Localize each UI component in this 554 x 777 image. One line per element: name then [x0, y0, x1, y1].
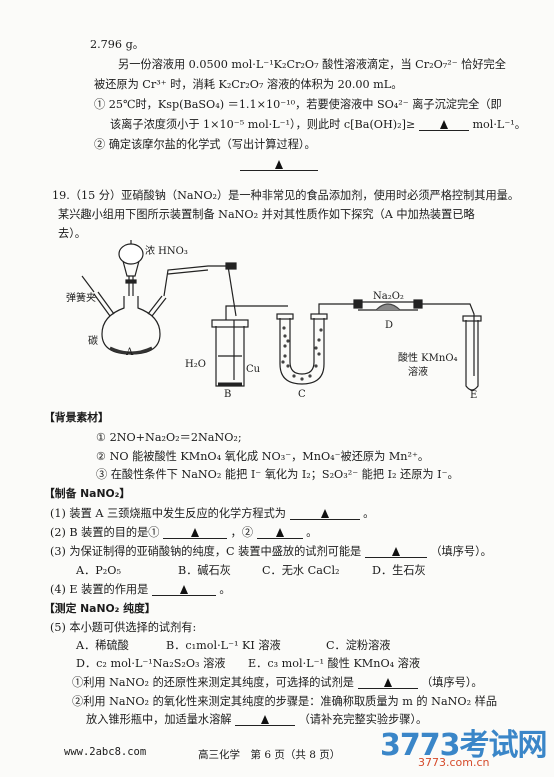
- label-kmno4: 酸性 KMnO₄: [398, 353, 458, 364]
- text-line: ②利用 NaNO₂ 的氧化性来测定其纯度的步骤是：准确称取质量为 m 的 NaN…: [72, 695, 498, 708]
- section-heading: 【测定 NaNO₂ 纯度】: [44, 602, 156, 615]
- answer-blank[interactable]: [289, 507, 360, 520]
- text-line: 另一份溶液用 0.0500 mol·L⁻¹K₂Cr₂O₇ 酸性溶液滴定，当 Cr…: [118, 58, 506, 71]
- text-line: (5) 本小题可供选择的试剂有:: [50, 621, 197, 634]
- answer-blank[interactable]: [418, 118, 469, 131]
- label-e: E: [470, 390, 478, 401]
- label-c: C: [298, 389, 306, 400]
- answer-blank[interactable]: [151, 583, 216, 596]
- label-a: A: [126, 347, 134, 358]
- answer-blank[interactable]: [240, 158, 318, 171]
- label-carbon: 碳: [88, 336, 98, 347]
- text-line: 去）。: [58, 227, 86, 240]
- text-fragment: 该离子浓度须小于 1×10⁻⁵ mol·L⁻¹），则此时 c[Ba(OH)₂]≥: [110, 118, 416, 131]
- text-line: ①利用 NaNO₂ 的还原性来测定其纯度，可选择的试剂是 （填序号）。: [72, 676, 483, 690]
- section-heading: 【制备 NaNO₂】: [44, 487, 131, 500]
- text-line: 2.796 g。: [90, 38, 144, 51]
- text-line: 被还原为 Cr³⁺ 时，消耗 K₂Cr₂O₇ 溶液的体积为 20.00 mL。: [94, 78, 403, 91]
- text-fragment: (2) B 装置的目的是①: [50, 526, 160, 539]
- text-fragment: 。: [219, 583, 231, 596]
- text-line: 该离子浓度须小于 1×10⁻⁵ mol·L⁻¹），则此时 c[Ba(OH)₂]≥…: [110, 118, 526, 132]
- text-line: ② NO 能被酸性 KMnO₄ 氧化成 NO₃⁻，MnO₄⁻被还原为 Mn²⁺。: [96, 450, 430, 463]
- triangle-icon: [191, 528, 200, 537]
- triangle-icon: [320, 509, 329, 518]
- triangle-icon: [383, 678, 392, 687]
- label-solution: 溶液: [408, 367, 428, 378]
- answer-blank[interactable]: [163, 526, 228, 539]
- text-fragment: 。: [363, 507, 375, 520]
- brand-url: 3773.com.cn: [418, 756, 490, 769]
- text-fragment: ①利用 NaNO₂ 的还原性来测定其纯度，可选择的试剂是: [72, 676, 354, 689]
- option: D．生石灰: [372, 564, 426, 577]
- apparatus-diagram: [81, 240, 482, 391]
- text-line: 某兴趣小组用下图所示装置制备 NaNO₂ 并对其性质作如下探究（A 中加热装置已…: [58, 208, 475, 221]
- triangle-icon: [275, 528, 284, 537]
- triangle-icon: [179, 585, 188, 594]
- label-h2o: H₂O: [185, 359, 206, 370]
- triangle-icon: [391, 547, 400, 556]
- text-line: ② 确定该摩尔盐的化学式（写出计算过程）。: [94, 138, 316, 151]
- text-fragment: （请补充完整实验步骤）。: [298, 713, 428, 726]
- triangle-icon: [261, 715, 270, 724]
- text-line: ③ 在酸性条件下 NaNO₂ 能把 I⁻ 氧化为 I₂；S₂O₃²⁻ 能把 I₂…: [96, 468, 459, 481]
- answer-blank[interactable]: [235, 713, 296, 726]
- triangle-icon: [275, 160, 283, 169]
- page-number: 高三化学 第 6 页（共 8 页）: [198, 749, 341, 761]
- section-heading: 【背景素材】: [44, 411, 109, 424]
- text-line: ① 2NO+Na₂O₂＝2NaNO₂;: [96, 431, 242, 444]
- label-na2o2: Na₂O₂: [373, 291, 404, 302]
- text-fragment: ，②: [230, 526, 254, 539]
- option: A．P₂O₅: [76, 564, 121, 577]
- label-d: D: [385, 320, 394, 331]
- option: C．淀粉溶液: [326, 639, 391, 652]
- text-fragment: 放入锥形瓶中，加适量水溶解: [86, 713, 232, 726]
- option: C．无水 CaCl₂: [262, 564, 340, 577]
- option: A．稀硫酸: [76, 639, 129, 652]
- site-watermark-left: www.2abc8.com: [64, 746, 147, 758]
- text-line: (3) 为保证制得的亚硝酸钠的纯度，C 装置中盛放的试剂可能是 （填序号）。: [50, 545, 492, 559]
- label-hno3: 浓 HNO₃: [145, 246, 188, 257]
- label-cu: Cu: [246, 364, 261, 375]
- triangle-icon: [439, 120, 448, 129]
- label-b: B: [224, 389, 232, 400]
- brand-logo-text: 3773考试网: [380, 728, 547, 763]
- text-line: (2) B 装置的目的是① ，② 。: [50, 526, 317, 540]
- answer-blank[interactable]: [357, 676, 418, 689]
- answer-blank[interactable]: [364, 545, 427, 558]
- brand-logo: 3773考试网: [380, 720, 547, 764]
- text-line: (4) E 装置的作用是 。: [50, 583, 231, 597]
- text-line: [240, 158, 318, 172]
- text-line: 放入锥形瓶中，加适量水溶解 （请补充完整实验步骤）。: [86, 713, 427, 727]
- question-title: 19.（15 分）亚硝酸钠（NaNO₂）是一种非常见的食品添加剂，使用时必须严格…: [52, 189, 520, 202]
- text-fragment: (3) 为保证制得的亚硝酸钠的纯度，C 装置中盛放的试剂可能是: [50, 545, 362, 558]
- text-fragment: mol·L⁻¹。: [472, 118, 526, 131]
- option: B．c₁mol·L⁻¹ KI 溶液: [166, 639, 281, 652]
- text-fragment: (1) 装置 A 三颈烧瓶中发生反应的化学方程式为: [50, 507, 286, 520]
- option: B．碱石灰: [178, 564, 231, 577]
- text-line: ① 25℃时，Ksp(BaSO₄) ＝1.1×10⁻¹⁰，若要使溶液中 SO₄²…: [94, 98, 502, 111]
- text-fragment: 。: [306, 526, 318, 539]
- option: D．c₂ mol·L⁻¹Na₂S₂O₃ 溶液: [76, 657, 226, 670]
- label-clamp: 弹簧夹: [66, 293, 96, 304]
- text-fragment: (4) E 装置的作用是: [50, 583, 149, 596]
- text-line: (1) 装置 A 三颈烧瓶中发生反应的化学方程式为 。: [50, 507, 374, 521]
- answer-blank[interactable]: [256, 526, 303, 539]
- text-fragment: （填序号）。: [421, 676, 483, 689]
- text-fragment: （填序号）。: [430, 545, 492, 558]
- option: E．c₃ mol·L⁻¹ 酸性 KMnO₄ 溶液: [248, 657, 421, 670]
